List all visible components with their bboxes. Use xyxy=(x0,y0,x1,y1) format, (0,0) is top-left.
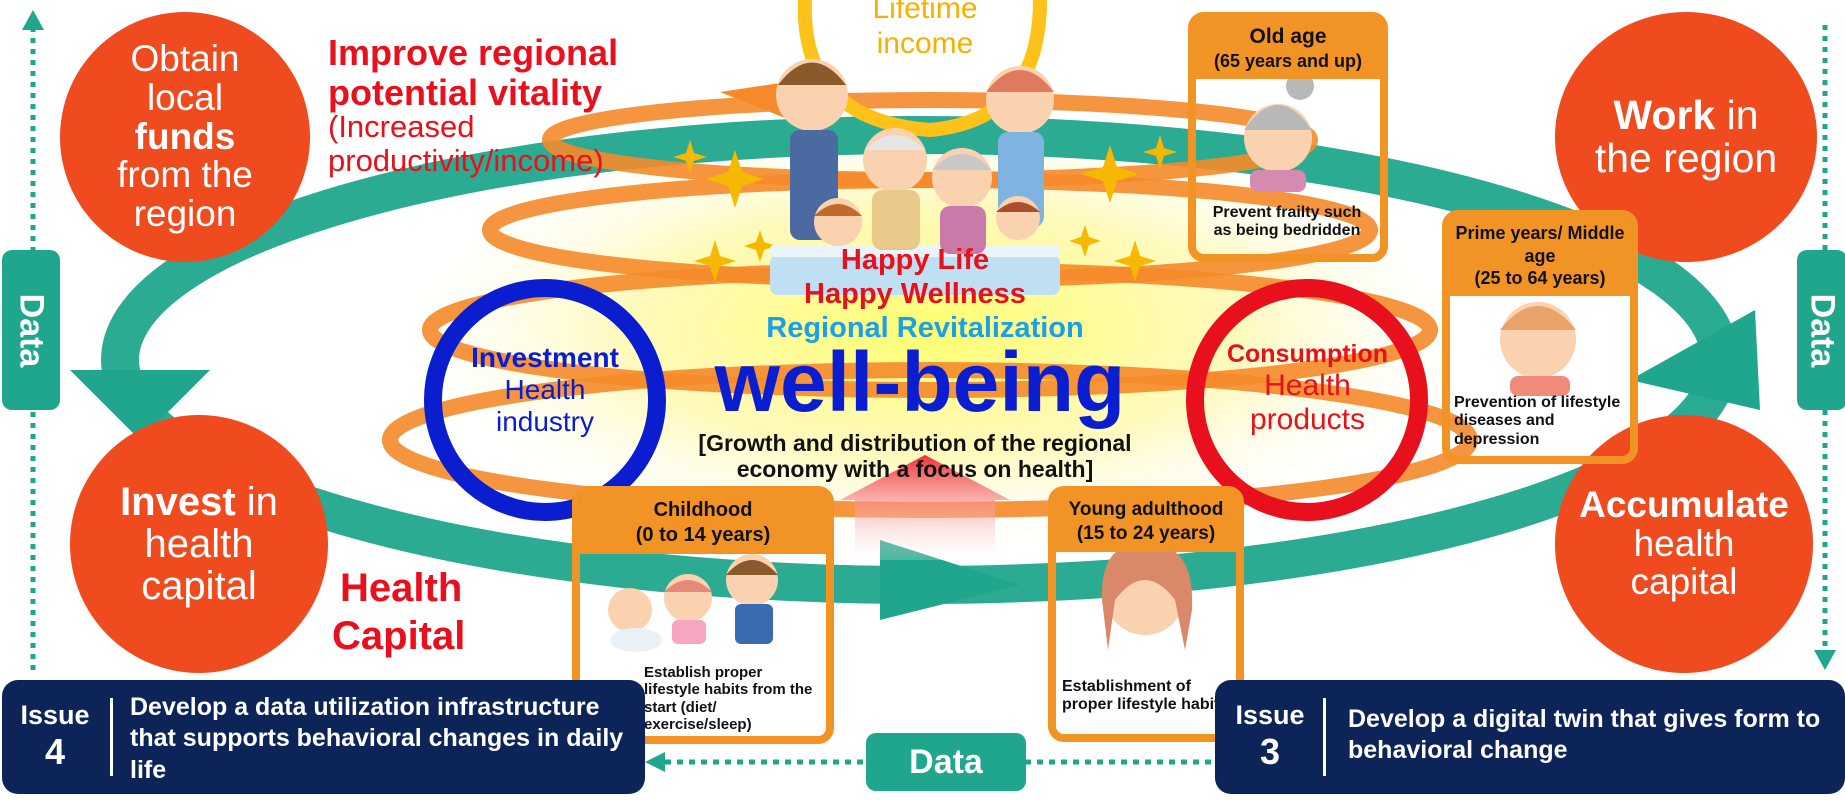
investment-sub1: Health xyxy=(504,374,586,406)
prime-note: Prevention of lifestyle diseases and dep… xyxy=(1454,394,1621,448)
consumption-title: Consumption xyxy=(1226,340,1389,368)
childhood-range: (0 to 14 years) xyxy=(635,524,771,546)
prime-caption: Prime years/ Middle age (25 to 64 years) xyxy=(1450,218,1630,296)
investment-ring xyxy=(424,279,666,521)
issue-3-box: Issue 3 Develop a digital twin that give… xyxy=(1215,680,1845,794)
data-bottom-text: Data xyxy=(909,742,983,781)
young-adult-card: Young adulthood (15 to 24 years) Establi… xyxy=(1048,486,1244,742)
middle-aged-woman-illustration xyxy=(1500,302,1576,396)
old-age-note: Prevent frailty such as being bedridden xyxy=(1212,204,1362,240)
accumulate-bold: Accumulate xyxy=(1579,483,1789,525)
happy-wellness-text: Happy Wellness xyxy=(804,278,1026,310)
issue-4-box: Issue 4 Develop a data utilization infra… xyxy=(2,680,645,794)
health-capital-line1: Health xyxy=(340,566,463,610)
childhood-title: Childhood xyxy=(653,499,753,521)
left-up-arrowhead xyxy=(22,10,44,30)
consumption-sub2: products xyxy=(1249,403,1366,437)
old-age-card: Old age (65 years and up) Prevent frailt… xyxy=(1188,12,1388,262)
data-left-text: Data xyxy=(12,293,51,367)
young-adult-caption: Young adulthood (15 to 24 years) xyxy=(1056,494,1236,552)
work-circle: Work in the region xyxy=(1555,12,1817,262)
improve-subtitle: (Increased productivity/income) xyxy=(328,109,604,179)
young-adult-illustration xyxy=(1101,544,1193,650)
lifetime-line1: Lifetime xyxy=(872,0,978,25)
lifetime-line2: income xyxy=(876,26,974,60)
work-post: in the region xyxy=(1594,91,1778,181)
childhood-caption: Childhood (0 to 14 years) xyxy=(580,494,826,554)
bottom-left-arrowhead xyxy=(645,752,665,772)
obtain-funds-circle: Obtain local funds from the region xyxy=(60,12,310,262)
old-age-title: Old age xyxy=(1249,25,1327,48)
regional-revitalization-text: Regional Revitalization xyxy=(766,312,1084,344)
issue-3-label: Issue 3 xyxy=(1225,700,1315,772)
teal-arrowhead-right xyxy=(1630,310,1760,410)
children-illustration xyxy=(608,554,778,652)
invest-circle: Invest in health capital xyxy=(70,415,328,673)
family-illustration xyxy=(770,59,1060,295)
issue-4-label: Issue 4 xyxy=(10,700,100,772)
prime-card: Prime years/ Middle age (25 to 64 years)… xyxy=(1442,210,1638,464)
invest-bold: Invest xyxy=(120,480,236,524)
data-label-right: Data xyxy=(1797,250,1845,410)
issue-4-divider xyxy=(110,698,113,776)
young-adult-note: Establishment of proper lifestyle habits xyxy=(1062,678,1229,714)
issue-3-divider xyxy=(1323,698,1326,776)
issue-3-word: Issue xyxy=(1235,700,1305,730)
obtain-post: from the region xyxy=(117,154,253,235)
old-age-caption: Old age (65 years and up) xyxy=(1196,20,1380,79)
lifetime-income-label: Lifetime income xyxy=(845,0,1005,61)
data-label-bottom: Data xyxy=(866,733,1026,791)
consumption-label: Consumption Health products xyxy=(1205,340,1410,438)
improve-line1: Improve regional xyxy=(328,32,619,73)
childhood-card: Childhood (0 to 14 years) Establish prop… xyxy=(572,486,834,744)
issue-3-number: 3 xyxy=(1259,731,1281,773)
growth-caption: [Growth and distribution of the regional… xyxy=(698,430,1132,483)
right-down-arrowhead xyxy=(1814,650,1836,670)
teal-arrowhead-left xyxy=(70,370,210,440)
investment-label: Investment Health industry xyxy=(440,342,650,439)
work-bold: Work xyxy=(1613,91,1716,138)
invest-post: in health capital xyxy=(141,480,278,608)
wellbeing-title: well-being xyxy=(714,335,1126,429)
young-adult-title: Young adulthood xyxy=(1068,499,1224,520)
issue-4-number: 4 xyxy=(44,731,66,773)
growth-up-arrow xyxy=(840,455,1010,560)
data-right-text: Data xyxy=(1803,293,1842,367)
childhood-note: Establish proper lifestyle habits from t… xyxy=(644,664,813,733)
data-label-left: Data xyxy=(2,250,60,410)
elderly-woman-illustration xyxy=(1244,72,1314,192)
issue-3-text: Develop a digital twin that gives form t… xyxy=(1348,705,1821,765)
health-capital-label: Health Capital xyxy=(332,564,465,660)
improve-line2: potential vitality xyxy=(328,71,603,113)
prime-range: (25 to 64 years) xyxy=(1474,268,1606,288)
old-age-range: (65 years and up) xyxy=(1213,51,1363,72)
issue-4-text: Develop a data utilization infrastructur… xyxy=(130,693,624,784)
prime-title: Prime years/ Middle age xyxy=(1455,223,1625,266)
sparkles xyxy=(673,135,1177,282)
health-capital-line2: Capital xyxy=(332,614,466,658)
obtain-bold: funds xyxy=(134,115,236,157)
issue-4-word: Issue xyxy=(20,700,90,730)
improve-headline: Improve regional potential vitality xyxy=(328,33,618,112)
happy-life-text: Happy Life xyxy=(840,244,990,276)
consumption-sub1: Health xyxy=(1264,368,1351,402)
obtain-pre: Obtain local xyxy=(130,37,240,118)
accumulate-post: health capital xyxy=(1630,522,1738,603)
young-adult-range: (15 to 24 years) xyxy=(1076,522,1216,544)
investment-title: Investment xyxy=(471,342,619,373)
investment-sub2: industry xyxy=(495,406,595,438)
consumption-ring xyxy=(1186,279,1428,521)
